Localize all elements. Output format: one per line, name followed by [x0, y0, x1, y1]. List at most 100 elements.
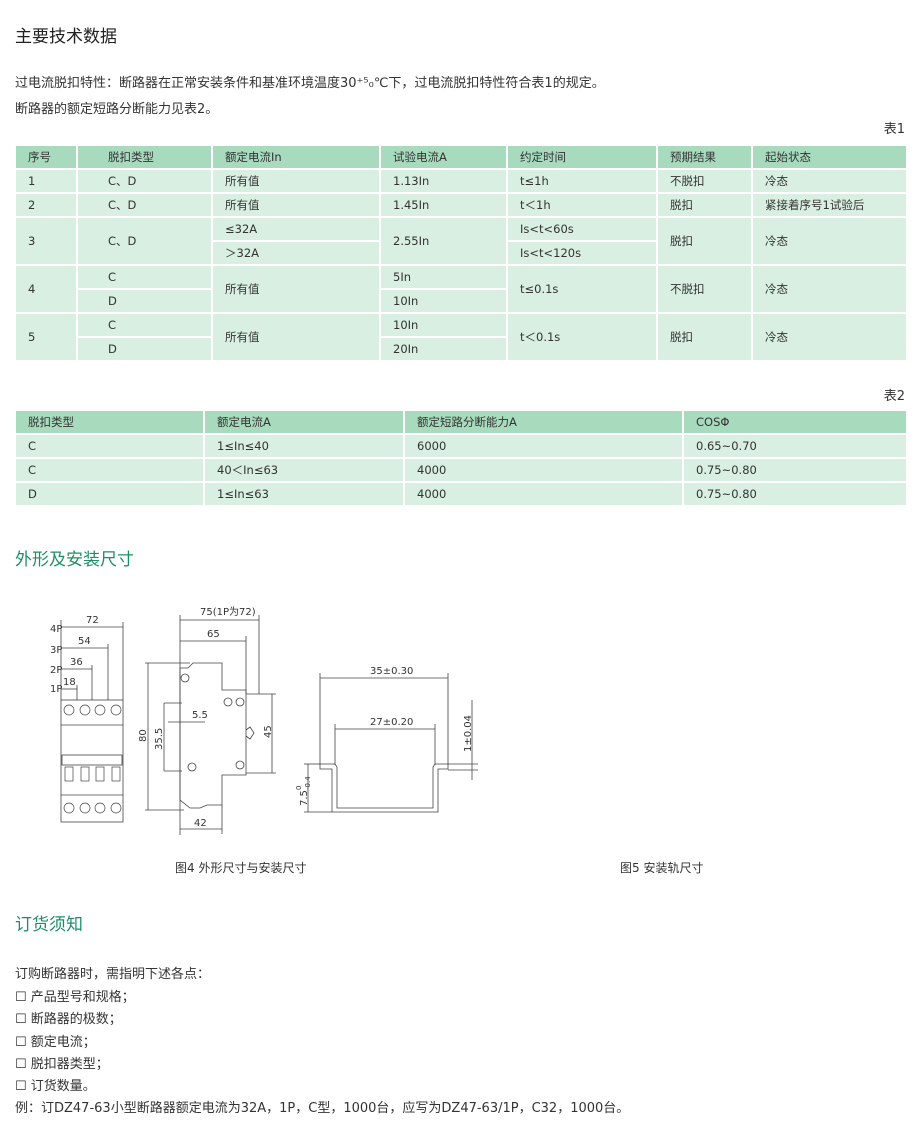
cell: 10In — [379, 288, 508, 314]
cell: C — [14, 457, 205, 483]
header-cell: 试验电流A — [379, 144, 508, 170]
header-cell: 起始状态 — [751, 144, 908, 170]
dim-5-5: 5.5 — [192, 710, 208, 721]
table-row: 4 C 所有值 5In t≤0.1s 不脱扣 冷态 — [14, 264, 908, 314]
table-row: ＞32A Is<t<120s — [15, 240, 907, 266]
cell: 1.45In — [379, 192, 508, 218]
order-item: ☐ 产品型号和规格； — [15, 986, 135, 1005]
header-cell: 额定短路分断能力A — [403, 409, 684, 435]
cell: C、D — [76, 168, 213, 194]
cell: 1 — [14, 168, 78, 194]
label-4p: 4P — [50, 624, 62, 635]
cell: 冷态 — [751, 264, 908, 314]
table1-caption: 表1 — [883, 122, 905, 137]
order-item-text: 额定电流； — [30, 1035, 96, 1050]
section-heading-dimensions: 外形及安装尺寸 — [15, 550, 134, 570]
cell: 0.75~0.80 — [682, 481, 908, 507]
header-cell: COSΦ — [682, 409, 908, 435]
cell: ＞32A — [211, 240, 381, 266]
cell: 2.55In — [379, 216, 508, 266]
dim-7-5: 7.5 — [299, 790, 310, 806]
order-item: ☐ 脱扣器类型； — [15, 1053, 109, 1072]
cell: 所有值 — [211, 192, 381, 218]
dim-65: 65 — [207, 629, 220, 640]
cell: 所有值 — [211, 264, 381, 314]
cell: 1.13In — [379, 168, 508, 194]
cell: 冷态 — [751, 312, 908, 362]
cell: 不脱扣 — [656, 264, 753, 314]
order-intro: 订购断路器时，需指明下述各点： — [15, 967, 211, 982]
checkbox-icon: ☐ — [15, 1012, 31, 1027]
dim-54: 54 — [78, 636, 91, 647]
dim-1: 1±0.04 — [463, 715, 474, 752]
cell: 不脱扣 — [656, 168, 753, 194]
table-row: D 20In — [15, 336, 907, 362]
header-cell: 脱扣类型 — [14, 409, 205, 435]
cell: C — [76, 264, 213, 290]
section-heading-ordering: 订货须知 — [15, 915, 83, 935]
cell: ≤32A — [211, 216, 381, 242]
label-1p: 1P — [50, 684, 62, 695]
checkbox-icon: ☐ — [15, 1035, 31, 1050]
dim-80: 80 — [138, 729, 149, 742]
cell: 40＜In≤63 — [203, 457, 405, 483]
order-item-text: 产品型号和规格； — [30, 990, 135, 1005]
cell: 1≤In≤40 — [203, 433, 405, 459]
cell: 紧接着序号1试验后 — [751, 192, 908, 218]
cell: 脱扣 — [656, 312, 753, 362]
order-example: 例：订DZ47-63小型断路器额定电流为32A，1P，C型，1000台，应写为D… — [15, 1101, 630, 1116]
cell: 脱扣 — [656, 192, 753, 218]
figure4-caption: 图4 外形尺寸与安装尺寸 — [175, 860, 306, 875]
figure5-caption: 图5 安装轨尺寸 — [620, 860, 703, 875]
dim-35: 35±0.30 — [370, 666, 413, 677]
cell: C、D — [76, 216, 213, 266]
table2-caption: 表2 — [883, 389, 905, 404]
dim-27: 27±0.20 — [370, 717, 413, 728]
cell: 6000 — [403, 433, 684, 459]
table1-trip-characteristics: 序号 脱扣类型 额定电流In 试验电流A 约定时间 预期结果 起始状态 1 C、… — [14, 144, 908, 362]
header-cell: 预期结果 — [656, 144, 753, 170]
dimension-drawings: 4P 3P 2P 1P 72 54 36 18 75(1P为72) 65 — [50, 606, 703, 875]
cell: D — [14, 481, 205, 507]
cell: 3 — [14, 216, 78, 266]
cell: 5 — [14, 312, 78, 362]
cell: C、D — [76, 192, 213, 218]
cell: 冷态 — [751, 168, 908, 194]
cell: 所有值 — [211, 312, 381, 362]
dim-72: 72 — [86, 615, 99, 626]
dim-18: 18 — [63, 677, 76, 688]
header-cell: 序号 — [14, 144, 78, 170]
checkbox-icon: ☐ — [15, 1079, 31, 1094]
table-row: D 10In — [15, 288, 907, 314]
checkbox-icon: ☐ — [15, 990, 31, 1005]
order-item: ☐ 额定电流； — [15, 1031, 96, 1050]
dim-45: 45 — [263, 725, 274, 738]
cell: 20In — [379, 336, 508, 362]
header-cell: 约定时间 — [506, 144, 658, 170]
dim-42: 42 — [194, 818, 207, 829]
order-item-text: 订货数量。 — [30, 1079, 96, 1094]
cell: t＜1h — [506, 192, 658, 218]
order-item-text: 断路器的极数； — [30, 1012, 122, 1027]
cell: 0.75~0.80 — [682, 457, 908, 483]
cell: t≤1h — [506, 168, 658, 194]
order-item: ☐ 订货数量。 — [15, 1075, 96, 1094]
header-cell: 额定电流In — [211, 144, 381, 170]
intro-line-2: 断路器的额定短路分断能力见表2。 — [15, 102, 219, 117]
page-title: 主要技术数据 — [15, 27, 117, 47]
label-3p: 3P — [50, 645, 62, 656]
mounting-rail-drawing: 35±0.30 27±0.20 7.5 0 -0.4 1±0.04 — [295, 666, 478, 813]
cell: t≤0.1s — [506, 264, 658, 314]
cell: 10In — [379, 312, 508, 338]
cell: C — [76, 312, 213, 338]
cell: D — [76, 336, 213, 362]
dim-7-5-tol-top: 0 — [295, 786, 303, 790]
cell: Is<t<120s — [506, 240, 658, 266]
table-row: 5 C 所有值 10In t＜0.1s 脱扣 冷态 — [14, 312, 908, 362]
header-cell: 脱扣类型 — [76, 144, 213, 170]
cell: C — [14, 433, 205, 459]
cell: 4000 — [403, 457, 684, 483]
